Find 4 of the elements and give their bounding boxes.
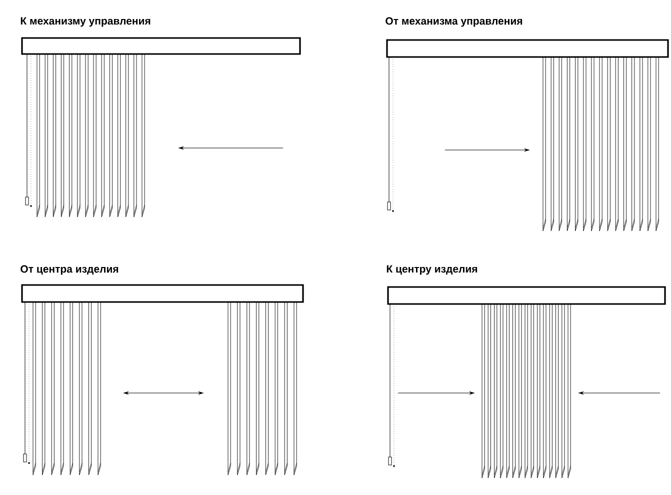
panel-title: К центру изделия — [386, 265, 478, 275]
panel-title: От механизма управления — [386, 17, 522, 27]
panel-title: От центра изделия — [20, 265, 118, 275]
panel-title: К механизму управления — [20, 17, 150, 27]
